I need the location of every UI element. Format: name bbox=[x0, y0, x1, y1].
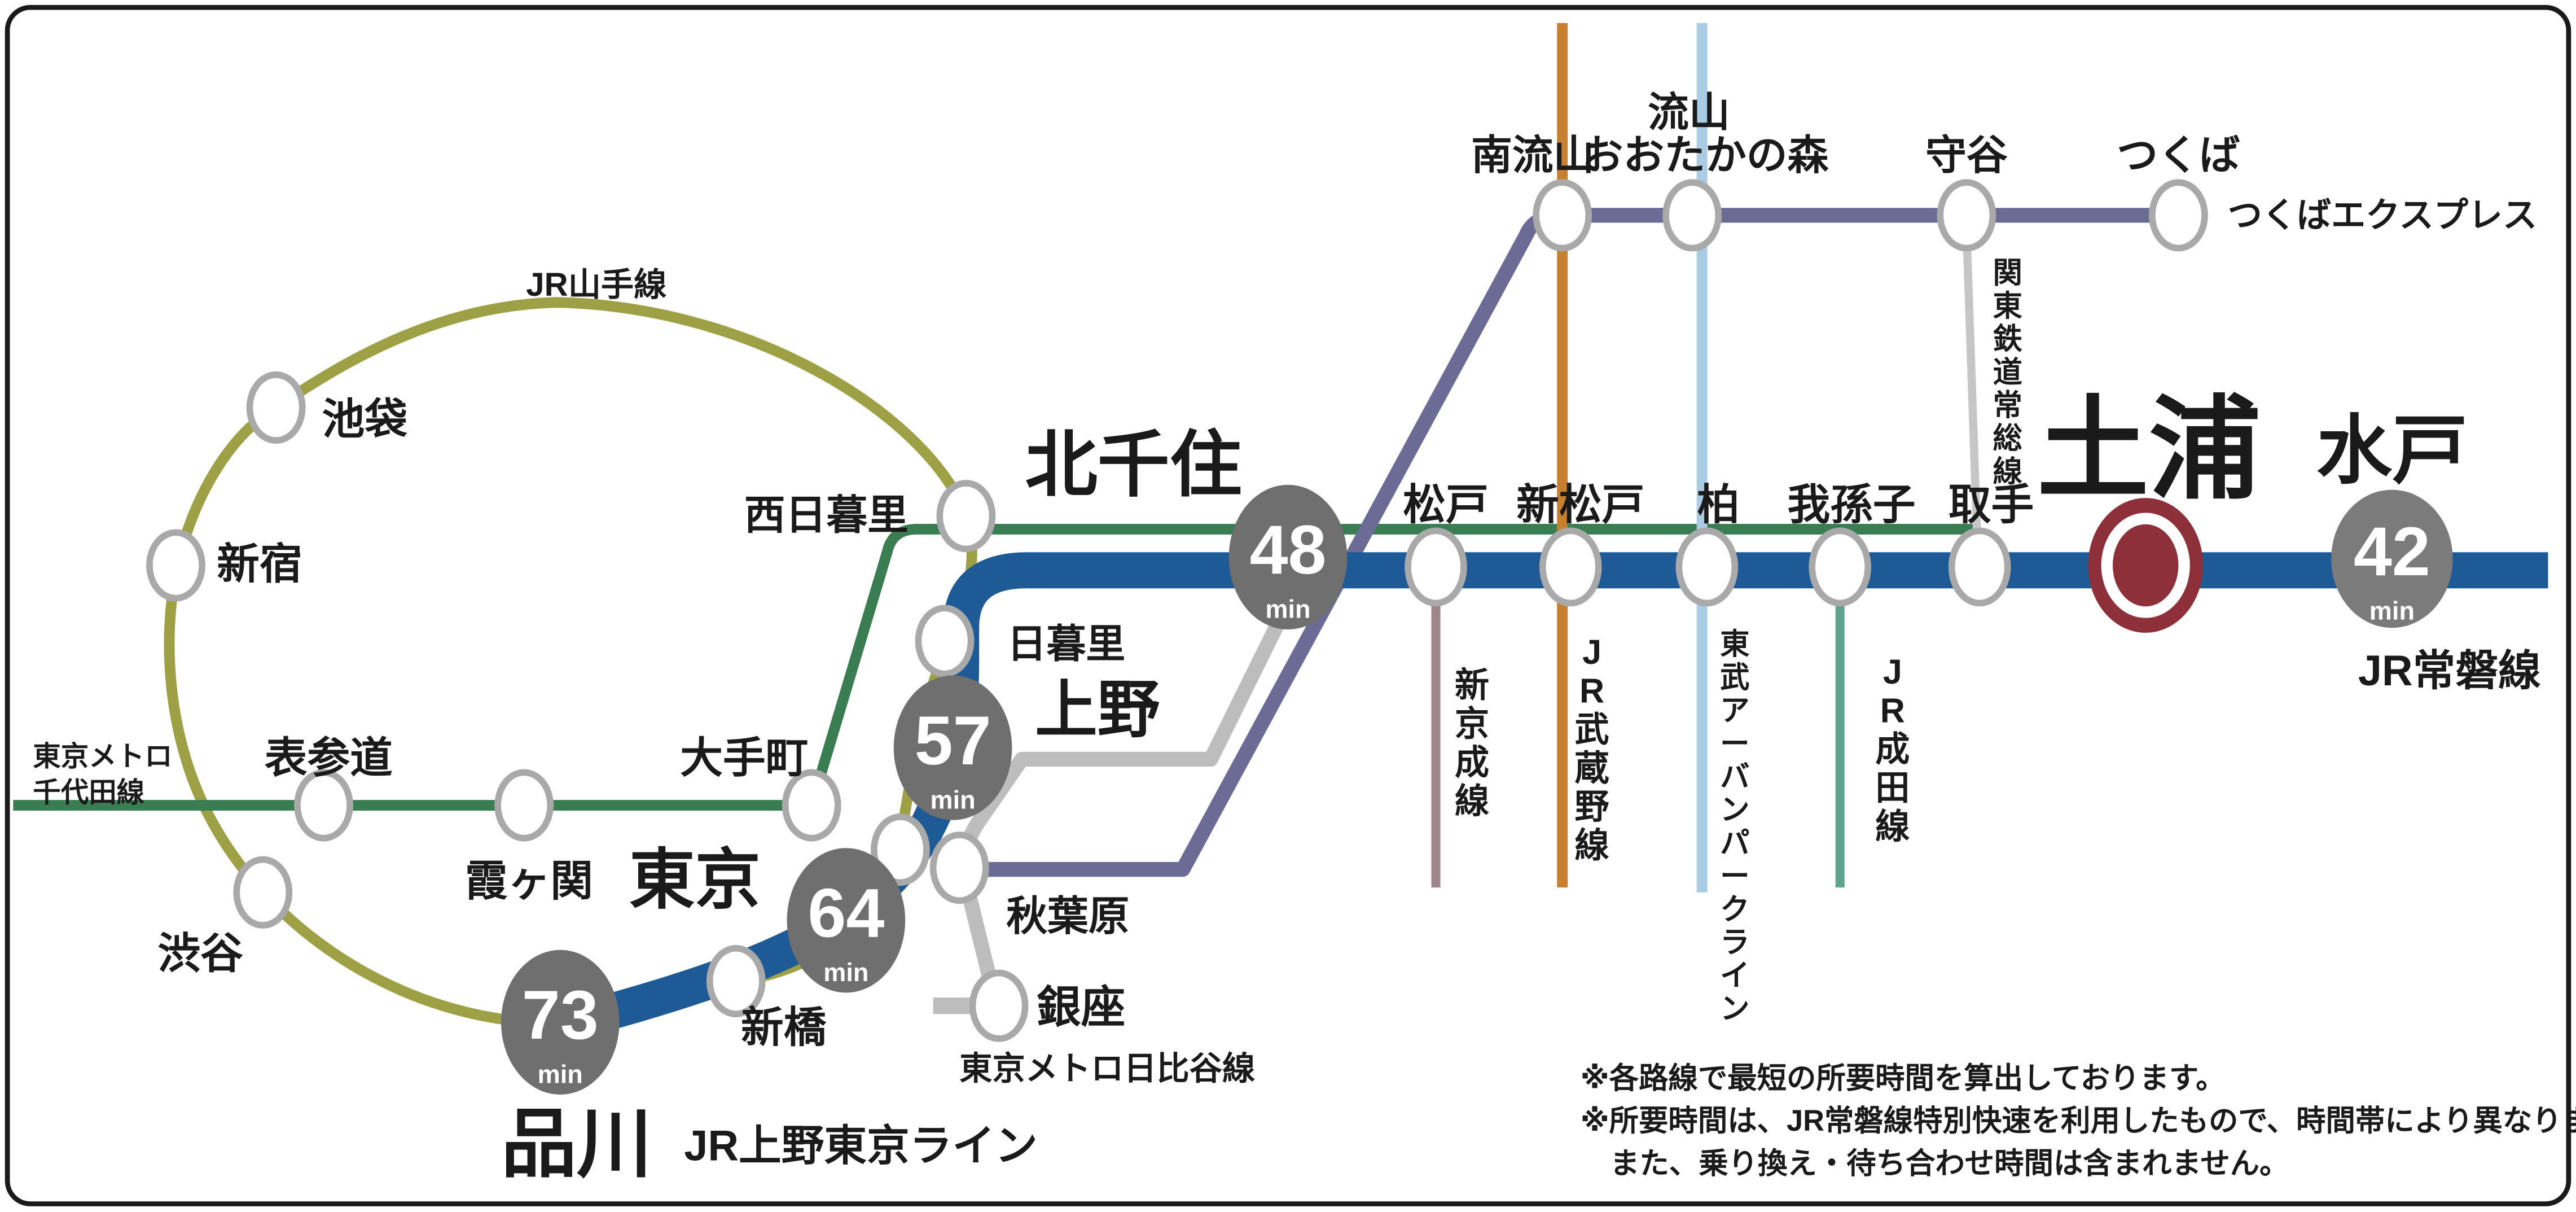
abiko-station-marker bbox=[1809, 527, 1872, 607]
ginza-label: 銀座 bbox=[1037, 982, 1125, 1032]
omotesando-station-marker bbox=[294, 769, 353, 842]
akihabara-label: 秋葉原 bbox=[1006, 894, 1129, 939]
kitasenju-minutes-unit: min bbox=[1265, 595, 1310, 624]
tokyo-minutes: 64 bbox=[808, 874, 884, 951]
moriya-label: 守谷 bbox=[1925, 133, 2008, 178]
minami-nagareyama-label: 南流山 bbox=[1471, 133, 1594, 178]
shinagawa-label: 品川 bbox=[501, 1102, 652, 1187]
joban-line-label: JR常磐線 bbox=[2358, 647, 2541, 695]
kashiwa-station-marker bbox=[1675, 527, 1739, 607]
tsuchiura-label: 土浦 bbox=[2037, 387, 2261, 512]
minami-nagareyama-station-marker bbox=[1533, 179, 1592, 252]
nagareyama-otakanomori-station-marker bbox=[1662, 179, 1722, 252]
footnote-2: ※所要時間は、JR常磐線特別快速を利用したもので、時間帯により異なります。 bbox=[1581, 1105, 2576, 1137]
ueno-minutes-unit: min bbox=[930, 785, 975, 814]
nippori-station-marker bbox=[915, 605, 975, 677]
ikebukuro-station-marker bbox=[246, 371, 306, 444]
otemachi-label: 大手町 bbox=[680, 734, 808, 782]
shinagawa-minutes-unit: min bbox=[538, 1060, 583, 1089]
yamanote-line-label: JR山手線 bbox=[526, 266, 666, 303]
footnote-3: また、乗り換え・待ち合わせ時間は含まれません。 bbox=[1610, 1148, 2289, 1180]
tokyo-minutes-unit: min bbox=[823, 958, 868, 987]
shinjuku-station-marker bbox=[146, 529, 205, 602]
akihabara-jr-station-marker bbox=[871, 813, 930, 886]
time-badge-ueno: 57 min bbox=[893, 675, 1012, 820]
shinkeisei-line-label: 新京成線 bbox=[1455, 666, 1489, 820]
matsudo-station-marker bbox=[1405, 527, 1467, 607]
kitasenju-minutes: 48 bbox=[1250, 511, 1327, 588]
time-badge-tokyo: 64 min bbox=[787, 848, 906, 993]
omotesando-label: 表参道 bbox=[265, 734, 393, 782]
nagareyama-otakanomori-label-line2: おおたかの森 bbox=[1582, 133, 1829, 178]
shimmatsudo-label: 新松戸 bbox=[1516, 481, 1644, 529]
tsuchiura-station-marker bbox=[2088, 498, 2204, 633]
kashiwa-label: 柏 bbox=[1697, 481, 1740, 529]
chiyoda-line-label-line2: 千代田線 bbox=[33, 777, 144, 808]
nishinippori-station-marker bbox=[936, 480, 996, 553]
shinagawa-minutes: 73 bbox=[522, 976, 599, 1053]
abiko-label: 我孫子 bbox=[1788, 481, 1916, 529]
kasumigaseki-label: 霞ヶ関 bbox=[465, 857, 593, 905]
shinjuku-label: 新宿 bbox=[217, 540, 302, 588]
ueno-label: 上野 bbox=[1035, 676, 1160, 745]
shimmatsudo-station-marker bbox=[1539, 527, 1602, 607]
shimbashi-label: 新橋 bbox=[741, 1004, 827, 1052]
mito-minutes-unit: min bbox=[2369, 597, 2415, 625]
joso-line-label: 関東鉄道常総線 bbox=[1993, 257, 2022, 488]
kasumigaseki-station-marker bbox=[494, 769, 554, 842]
nishinippori-label: 西日暮里 bbox=[744, 492, 909, 538]
shibuya-label: 渋谷 bbox=[158, 930, 244, 978]
time-badge-kitasenju: 48 min bbox=[1228, 484, 1348, 630]
station-markers bbox=[146, 179, 2208, 1042]
ueno-tokyo-line-label: JR上野東京ライン bbox=[684, 1122, 1038, 1170]
tobu-urban-park-line-label: 東武アーバンパークライン bbox=[1720, 628, 1749, 1026]
time-badge-mito: 42 min bbox=[2331, 489, 2453, 628]
ginza-station-marker bbox=[969, 969, 1029, 1042]
shibuya-station-marker bbox=[233, 856, 293, 929]
otemachi-station-marker bbox=[782, 769, 841, 842]
tsukuba-label: つくば bbox=[2117, 133, 2240, 178]
hibiya-line-label: 東京メトロ日比谷線 bbox=[959, 1051, 1255, 1087]
matsudo-label: 松戸 bbox=[1403, 481, 1488, 529]
kitasenju-label: 北千住 bbox=[1025, 425, 1242, 506]
ueno-minutes: 57 bbox=[915, 702, 991, 779]
joso-line-path bbox=[1962, 230, 1982, 562]
ikebukuro-label: 池袋 bbox=[322, 396, 408, 444]
toride-label: 取手 bbox=[1949, 481, 2034, 529]
mito-label: 水戸 bbox=[2316, 409, 2468, 493]
moriya-station-marker bbox=[1937, 179, 1996, 252]
tsukuba-express-line-label: つくばエクスプレス bbox=[2228, 196, 2537, 234]
nippori-label: 日暮里 bbox=[1007, 622, 1126, 666]
toride-station-marker bbox=[1948, 527, 2011, 607]
mito-minutes: 42 bbox=[2354, 513, 2430, 590]
chiyoda-line-path bbox=[13, 523, 1980, 811]
footnote-1: ※各路線で最短の所要時間を算出しております。 bbox=[1581, 1062, 2226, 1095]
nagareyama-otakanomori-label-line1: 流山 bbox=[1648, 90, 1730, 135]
chiyoda-line-label-line1: 東京メトロ bbox=[33, 741, 172, 772]
time-badge-shinagawa: 73 min bbox=[501, 950, 620, 1095]
tsukuba-station-marker bbox=[2149, 179, 2208, 252]
map-border bbox=[5, 5, 2571, 1206]
shimbashi-station-marker bbox=[706, 945, 766, 1018]
tokyo-label: 東京 bbox=[629, 843, 761, 916]
akihabara-tx-station-marker bbox=[929, 832, 989, 904]
